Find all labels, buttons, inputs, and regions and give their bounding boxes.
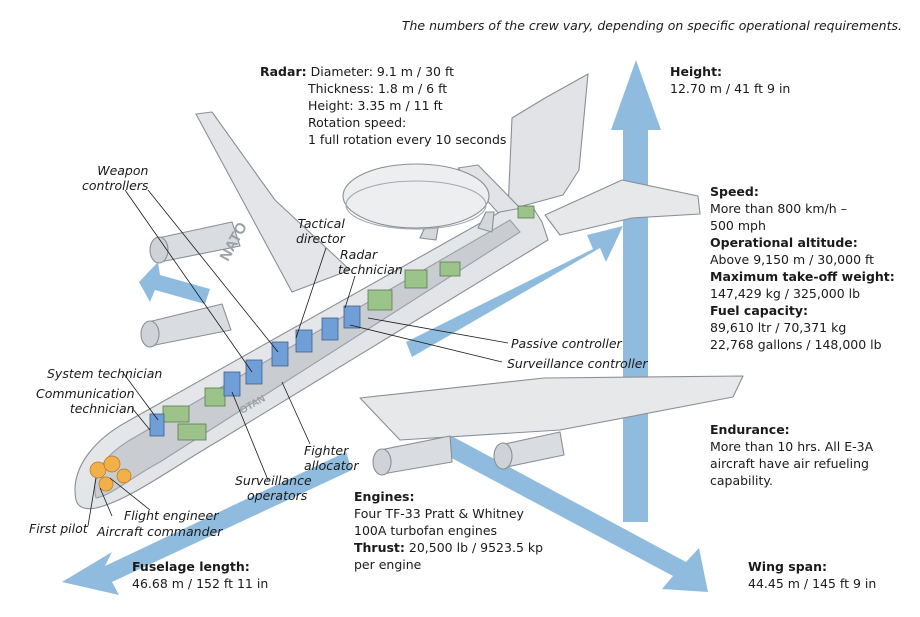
endurance-line3: capability. — [710, 473, 773, 488]
radar-rotation-value: 1 full rotation every 10 seconds — [308, 132, 507, 147]
fuel-line2: 22,768 gallons / 148,000 lb — [710, 337, 882, 352]
equipment — [162, 205, 535, 441]
engines-line1: Four TF-33 Pratt & Whitney — [354, 506, 524, 521]
height-arrow — [611, 60, 661, 522]
cockpit-crew — [89, 455, 132, 492]
altitude-heading: Operational altitude: — [710, 235, 858, 250]
label-flight-engineer: Flight engineer — [124, 508, 219, 523]
vertical-tail — [507, 73, 589, 211]
speed-line2: 500 mph — [710, 218, 766, 233]
label-system-technician: System technician — [47, 366, 163, 381]
fuselage-arrow-lower — [62, 452, 352, 595]
wingspan-value: 44.45 m / 145 ft 9 in — [748, 576, 877, 591]
fuel-line1: 89,610 ltr / 70,371 kg — [710, 320, 847, 335]
wingspan-arrow — [429, 432, 708, 592]
engine-left-inner — [147, 303, 232, 347]
radar-specs: Radar: Diameter: 9.1 m / 30 ft Thickness… — [260, 63, 506, 148]
label-tactical-director: Tactical director — [296, 216, 345, 246]
wingspan-spec: Wing span: 44.45 m / 145 ft 9 in — [748, 558, 876, 592]
radar-heading: Radar: — [260, 64, 307, 79]
fuel-heading: Fuel capacity: — [710, 303, 808, 318]
radar-thickness: Thickness: 1.8 m / 6 ft — [308, 81, 448, 96]
engine-specs: Engines: Four TF-33 Pratt & Whitney 100A… — [354, 488, 543, 573]
engine-right-inner — [379, 435, 453, 475]
label-fighter-allocator: Fighter allocator — [304, 443, 359, 473]
thrust-value: 20,500 lb / 9523.5 kp — [404, 540, 544, 555]
speed-heading: Speed: — [710, 184, 759, 199]
crew-note: The numbers of the crew vary, depending … — [401, 18, 902, 33]
consoles — [149, 305, 361, 437]
fuselage-spec: Fuselage length: 46.68 m / 152 ft 11 in — [132, 558, 268, 592]
takeoff-heading: Maximum take-off weight: — [710, 269, 895, 284]
radar-height: Height: 3.35 m / 11 ft — [308, 98, 443, 113]
engines-heading: Engines: — [354, 489, 415, 504]
label-aircraft-commander: Aircraft commander — [97, 524, 223, 539]
radar-diameter: Diameter: 9.1 m / 30 ft — [310, 64, 455, 79]
endurance-line1: More than 10 hrs. All E-3A — [710, 439, 874, 454]
label-first-pilot: First pilot — [29, 521, 88, 536]
radar-strut-rear — [477, 211, 495, 233]
radar-rotation-label: Rotation speed: — [308, 115, 407, 130]
performance-specs: Speed: More than 800 km/h – 500 mph Oper… — [710, 183, 895, 353]
height-spec: Height: 12.70 m / 41 ft 9 in — [670, 63, 790, 97]
height-value: 12.70 m / 41 ft 9 in — [670, 81, 791, 96]
height-heading: Height: — [670, 64, 723, 79]
endurance-line2: aircraft have air refueling — [710, 456, 869, 471]
radar-rotodome — [342, 163, 490, 229]
endurance-spec: Endurance: More than 10 hrs. All E-3A ai… — [710, 421, 873, 489]
engines-line2: 100A turbofan engines — [354, 523, 498, 538]
left-wing — [195, 111, 351, 293]
fuselage-arrow-upper — [406, 226, 623, 357]
speed-line1: More than 800 km/h – — [710, 201, 847, 216]
endurance-heading: Endurance: — [710, 422, 790, 437]
label-communication-technician: Communication technician — [36, 386, 135, 416]
label-radar-technician: Radar technician — [338, 247, 403, 277]
wingspan-arrow-upper — [139, 262, 210, 304]
takeoff-value: 147,429 kg / 325,000 lb — [710, 286, 861, 301]
leader-lines — [87, 189, 509, 527]
label-surveillance-operators: Surveillance operators — [235, 473, 312, 503]
right-wing — [359, 375, 744, 441]
thrust-line2: per engine — [354, 557, 422, 572]
label-weapon-controllers: Weapon controllers — [82, 163, 149, 193]
altitude-value: Above 9,150 m / 30,000 ft — [710, 252, 875, 267]
label-surveillance-controller: Surveillance controller — [507, 356, 648, 371]
wingspan-heading: Wing span: — [748, 559, 827, 574]
label-passive-controller: Passive controller — [511, 336, 622, 351]
fuselage-heading: Fuselage length: — [132, 559, 250, 574]
tail-stabilizer-right — [544, 179, 701, 236]
fuselage-value: 46.68 m / 152 ft 11 in — [132, 576, 269, 591]
thrust-heading: Thrust: — [354, 540, 405, 555]
